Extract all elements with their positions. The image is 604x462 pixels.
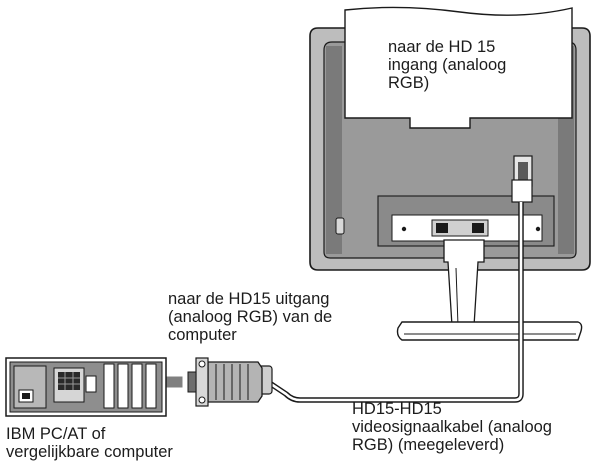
vga-plug-screw-bottom <box>198 396 206 404</box>
label-line: naar de HD15 uitgang <box>168 290 330 308</box>
vga-plug-icon <box>187 357 273 407</box>
label-line: RGB) <box>388 74 430 92</box>
computer-expansion-slots <box>103 363 157 409</box>
vga-plug-ribs <box>215 364 249 400</box>
label-line: ingang (analoog <box>388 56 507 74</box>
computer-tower <box>5 357 167 417</box>
label-line: IBM PC/AT of <box>6 425 106 443</box>
stand-neck <box>443 239 485 327</box>
computer-io-grid <box>58 372 80 390</box>
monitor-hd15-port-inner <box>518 162 528 180</box>
computer-io-grid-lines <box>58 372 80 390</box>
label-line: videosignaalkabel (analoog <box>352 418 552 436</box>
monitor-screw-left <box>401 226 407 232</box>
monitor-shade-left <box>326 46 342 254</box>
stand-base <box>396 321 583 341</box>
monitor-rear <box>309 6 591 271</box>
computer-hd15-port <box>85 375 97 393</box>
video-cable <box>266 179 533 403</box>
label-line: RGB) (meegeleverd) <box>352 436 505 454</box>
cable-plug-monitor <box>511 179 533 203</box>
label-line: (analoog RGB) van de <box>168 308 333 326</box>
monitor-stand <box>396 239 583 341</box>
monitor-screw-right <box>535 226 541 232</box>
computer-power-socket-pin <box>22 393 30 399</box>
label-line: HD15-HD15 <box>352 400 442 418</box>
vga-plug-pins <box>187 371 197 393</box>
label-computer-hd15-output: naar de HD15 uitgang(analoog RGB) van de… <box>168 290 332 344</box>
monitor-top-cover <box>344 6 573 129</box>
label-line: naar de HD 15 <box>388 38 496 56</box>
stand-neck-edge <box>455 267 459 327</box>
monitor-port-b <box>472 223 484 233</box>
label-line: computer <box>168 326 237 344</box>
label-line: vergelijkbare computer <box>6 443 173 461</box>
cable-run-highlight <box>267 202 523 402</box>
vga-plug-screw-top <box>198 360 206 368</box>
monitor-side-latch <box>335 217 345 235</box>
monitor-port-a <box>436 223 448 233</box>
